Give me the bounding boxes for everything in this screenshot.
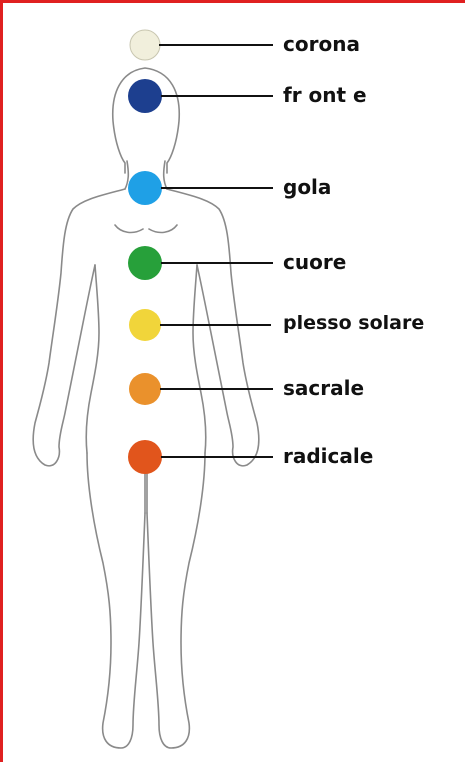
corona-label: corona [283,34,360,54]
gola-label: gola [283,177,331,197]
corona-chakra-dot [130,30,160,60]
fronte-chakra-dot [128,79,162,113]
sacrale-chakra-dot [129,373,161,405]
cuore-label: cuore [283,252,346,272]
radicale-label: radicale [283,446,373,466]
fronte-label: fr ont e [283,85,367,105]
gola-chakra-dot [128,171,162,205]
cuore-chakra-dot [128,246,162,280]
plesso-solare-label: plesso solare [283,314,424,333]
plesso-solare-chakra-dot [129,309,161,341]
sacrale-label: sacrale [283,378,364,398]
radicale-chakra-dot [128,440,162,474]
body-outline-figure [3,3,465,765]
